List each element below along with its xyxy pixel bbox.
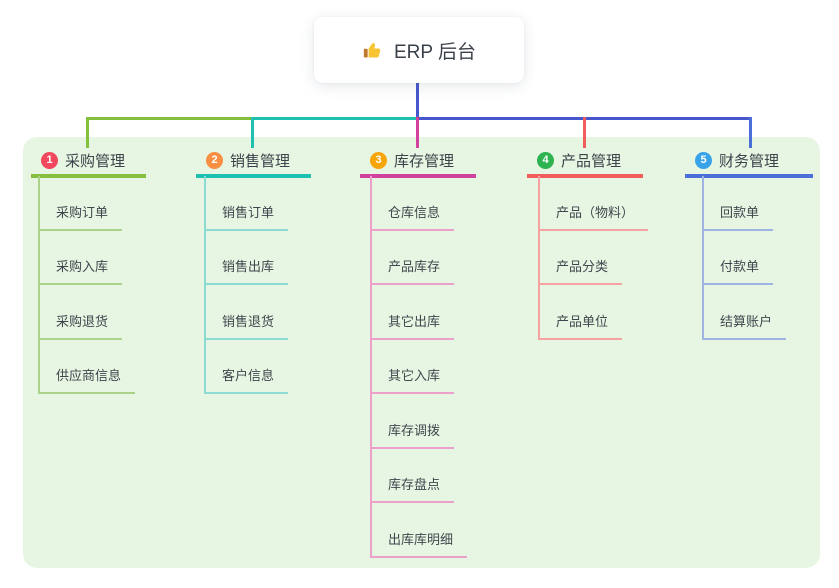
branch-item[interactable]: 出库库明细 <box>370 503 468 558</box>
branch-item[interactable]: 库存盘点 <box>370 449 455 503</box>
connector-drop <box>251 117 254 148</box>
branch-item[interactable]: 其它入库 <box>370 340 455 394</box>
connector-vline <box>38 176 40 394</box>
branch-panel <box>23 137 820 568</box>
branch-label: 库存管理 <box>394 152 455 170</box>
root-node[interactable]: ERP 后台 <box>314 17 524 83</box>
branch-item[interactable]: 客户信息 <box>204 340 289 394</box>
branch-items-1: 采购订单采购入库采购退货供应商信息 <box>38 176 136 394</box>
branch-item[interactable]: 结算账户 <box>702 285 787 340</box>
connector-stem <box>416 83 419 119</box>
branch-header-2[interactable]: 2 销售管理 <box>196 146 311 178</box>
branch-number-badge: 5 <box>695 151 712 169</box>
branch-items-4: 产品（物料）产品分类产品单位 <box>538 176 649 340</box>
branch-number-badge: 1 <box>41 151 58 169</box>
branch-items-2: 销售订单销售出库销售退货客户信息 <box>204 176 289 394</box>
branch-label: 采购管理 <box>65 152 126 170</box>
branch-header-5[interactable]: 5 财务管理 <box>685 146 813 178</box>
branch-item[interactable]: 产品（物料） <box>538 176 649 231</box>
branch-label: 销售管理 <box>230 152 291 170</box>
branch-item[interactable]: 采购订单 <box>38 176 123 231</box>
branch-item[interactable]: 付款单 <box>702 231 774 285</box>
branch-item[interactable]: 产品库存 <box>370 231 455 285</box>
branch-item[interactable]: 其它出库 <box>370 285 455 340</box>
connector-vline <box>204 176 206 394</box>
branch-header-3[interactable]: 3 库存管理 <box>360 146 476 178</box>
branch-item[interactable]: 回款单 <box>702 176 774 231</box>
branch-item[interactable]: 销售订单 <box>204 176 289 231</box>
connector-drop <box>749 117 752 148</box>
branch-item[interactable]: 采购退货 <box>38 285 123 340</box>
branch-item[interactable]: 产品分类 <box>538 231 623 285</box>
branch-header-1[interactable]: 1 采购管理 <box>31 146 146 178</box>
connector-drop <box>416 117 419 148</box>
branch-number-badge: 3 <box>370 151 387 169</box>
connector-bus-segment <box>251 117 419 120</box>
branch-number-badge: 2 <box>206 151 223 169</box>
branch-item[interactable]: 仓库信息 <box>370 176 455 231</box>
branch-items-5: 回款单付款单结算账户 <box>702 176 787 340</box>
branch-number-badge: 4 <box>537 151 554 169</box>
connector-vline <box>538 176 540 340</box>
branch-item[interactable]: 销售出库 <box>204 231 289 285</box>
branch-header-4[interactable]: 4 产品管理 <box>527 146 643 178</box>
connector-bus-segment <box>86 117 256 120</box>
branch-item[interactable]: 库存调拨 <box>370 394 455 449</box>
connector-vline <box>702 176 704 340</box>
root-title: ERP 后台 <box>393 41 476 63</box>
connector-drop <box>86 117 89 148</box>
branch-label: 产品管理 <box>561 152 622 170</box>
thumbs-up-icon <box>362 39 384 61</box>
branch-label: 财务管理 <box>719 152 780 170</box>
branch-items-3: 仓库信息产品库存其它出库其它入库库存调拨库存盘点出库库明细 <box>370 176 468 558</box>
branch-item[interactable]: 产品单位 <box>538 285 623 340</box>
branch-item[interactable]: 采购入库 <box>38 231 123 285</box>
connector-drop <box>583 117 586 148</box>
branch-item[interactable]: 销售退货 <box>204 285 289 340</box>
connector-vline <box>370 176 372 558</box>
branch-item[interactable]: 供应商信息 <box>38 340 136 394</box>
